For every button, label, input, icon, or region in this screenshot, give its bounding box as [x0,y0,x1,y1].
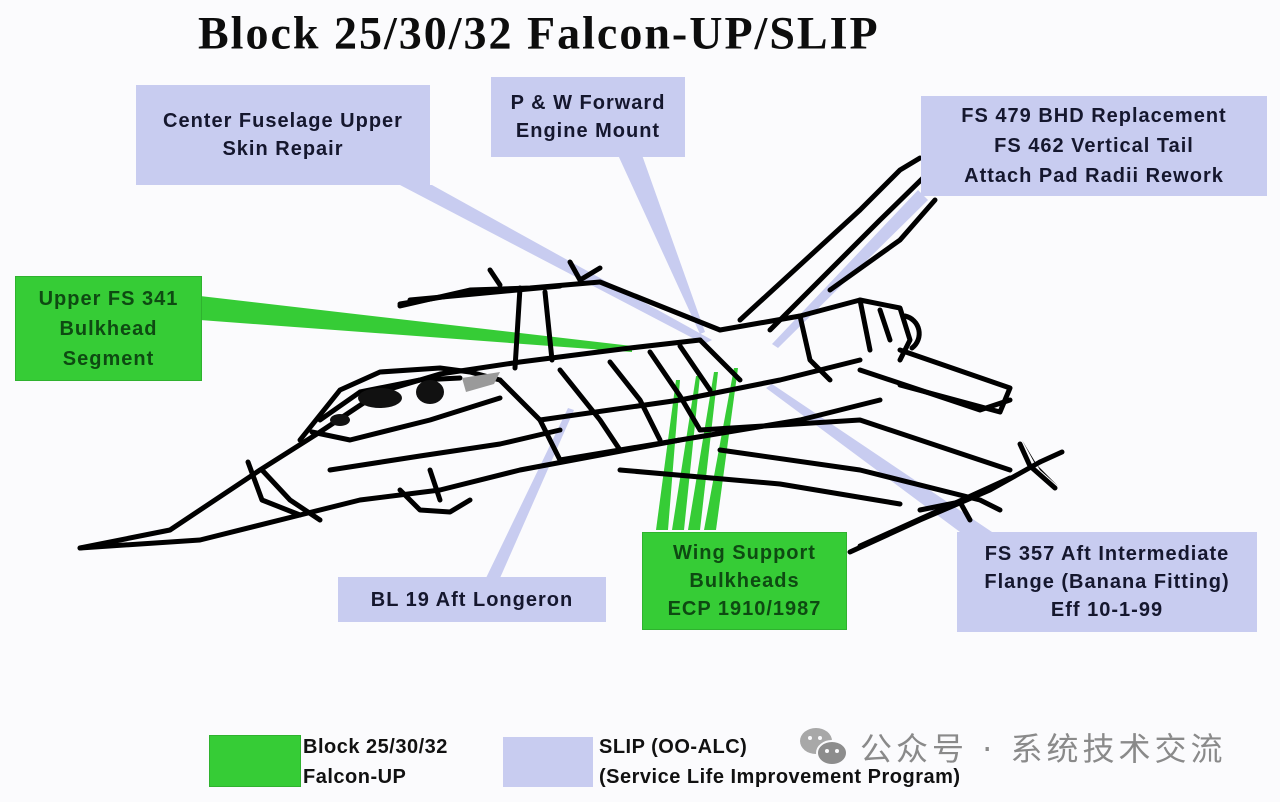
canopy-detail [330,380,444,426]
callout-center-fuselage-upper-skin-repair: Center Fuselage Upper Skin Repair [136,85,430,185]
callout-line: ECP 1910/1987 [667,598,822,620]
legend-label-falcon-up: Block 25/30/32 Falcon-UP [303,732,448,792]
leader-fs357 [766,384,992,532]
callout-line: Eff 10-1-99 [1050,599,1164,621]
callout-line: FS 462 Vertical Tail [994,135,1194,157]
callout-bl19-aft-longeron: BL 19 Aft Longeron [338,577,606,622]
legend-line: (Service Life Improvement Program) [599,766,961,788]
leader-wing-support-1 [656,380,680,530]
callout-line: Center Fuselage Upper [163,110,403,132]
callout-fs479-bhd-replacement: FS 479 BHD Replacement FS 462 Vertical T… [921,96,1267,196]
legend-swatch-slip [503,737,593,787]
callout-line: Engine Mount [515,120,661,142]
canopy-glass [462,372,500,392]
legend-label-slip: SLIP (OO-ALC) (Service Life Improvement … [599,732,961,792]
callout-line: Flange (Banana Fitting) [984,571,1230,593]
callout-line: Upper FS 341 [38,287,179,310]
callout-line: Bulkhead [59,317,158,340]
leader-pw-engine-mount [618,155,705,334]
wechat-icon [798,725,850,769]
callout-line: FS 479 BHD Replacement [961,105,1227,127]
callout-line: P & W Forward [510,92,666,114]
diagram-title: Block 25/30/32 Falcon-UP/SLIP [198,6,880,59]
leader-upper-fs341 [200,296,632,352]
legend-swatch-falcon-up [209,735,301,787]
legend-line: Block 25/30/32 [303,736,448,758]
callout-line: Skin Repair [222,138,344,160]
leader-wing-support-3 [688,372,718,530]
leader-center-fuselage [400,185,712,344]
legend-line: SLIP (OO-ALC) [599,736,748,758]
callout-line: Attach Pad Radii Rework [964,165,1224,187]
leader-fs479 [772,190,928,348]
callout-line: Segment [62,347,155,370]
callout-fs357-aft-intermediate-flange: FS 357 Aft Intermediate Flange (Banana F… [957,532,1257,632]
callout-wing-support-bulkheads: Wing Support Bulkheads ECP 1910/1987 [642,532,847,630]
callout-line: FS 357 Aft Intermediate [984,543,1230,565]
callout-line: BL 19 Aft Longeron [370,588,574,611]
callout-line: Wing Support [673,542,816,564]
callout-upper-fs341-bulkhead-segment: Upper FS 341 Bulkhead Segment [15,276,202,381]
legend-line: Falcon-UP [303,766,407,788]
watermark: 公众号 · 系统技术交流 [798,724,1227,770]
callout-pw-forward-engine-mount: P & W Forward Engine Mount [491,77,685,157]
falcon-leader-lines [200,296,738,530]
leader-bl19 [486,408,574,578]
aircraft-outline [77,155,1065,555]
watermark-text: 公众号 · 系统技术交流 [860,730,1227,768]
callout-line: Bulkheads [689,570,800,592]
